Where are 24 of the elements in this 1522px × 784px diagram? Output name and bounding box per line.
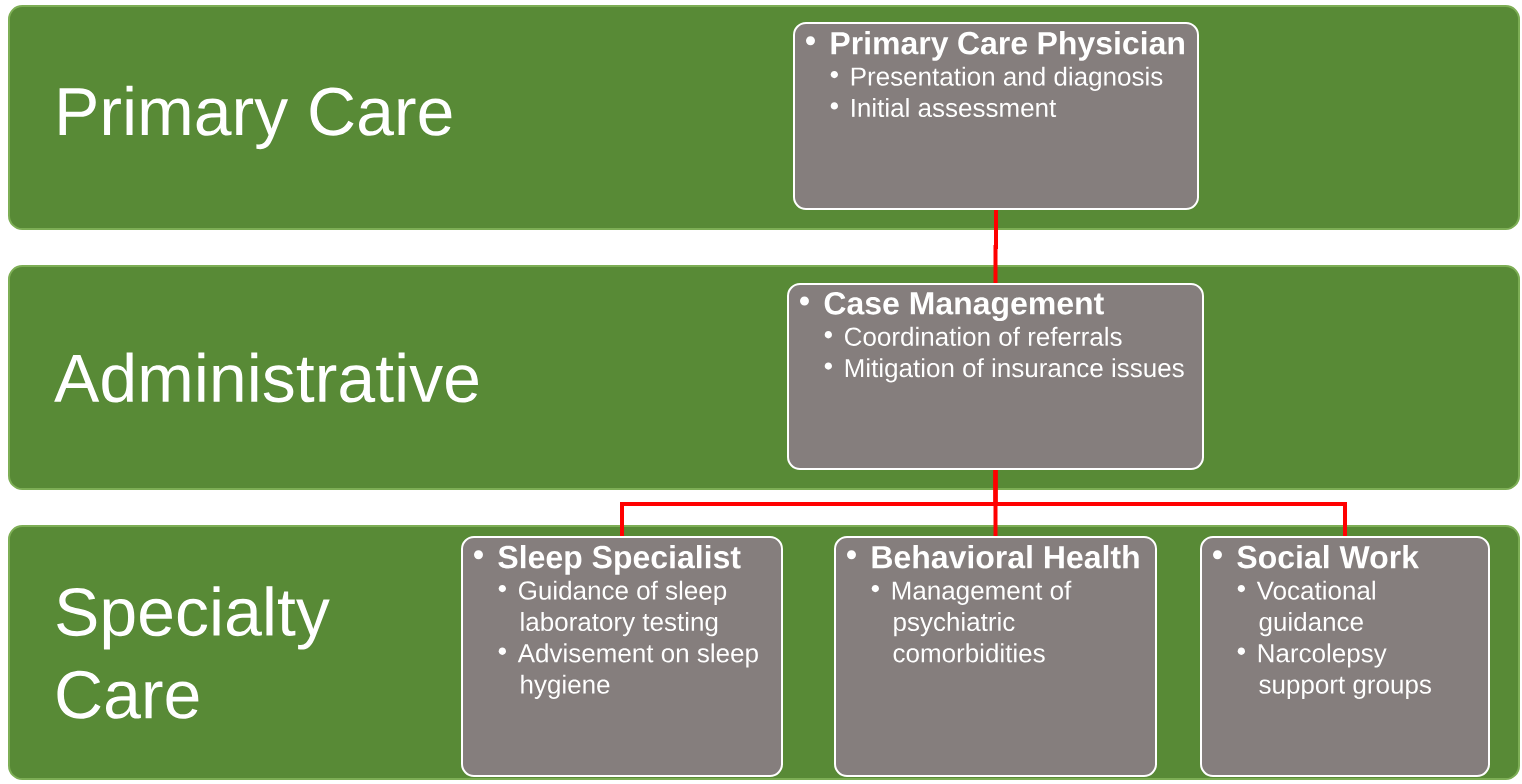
band-title: Administrative [54,352,478,403]
box-heading: Case Management [800,292,1104,322]
role-box [834,536,1157,777]
bullet-item: Mitigation of insurance issues [824,358,1184,383]
bullet-item: Vocational guidance [1237,580,1375,637]
role-box [1200,536,1490,777]
bullet-item: Coordination of referrals [824,326,1122,346]
box-heading: Primary Care Physician [806,31,1184,61]
role-box [461,536,783,777]
bullet-item: Management of psychiatric comorbidities [871,580,1072,663]
connector-line [993,210,998,283]
bullet-item: Initial assessment [830,98,1057,118]
bullet-item: Narcolepsy support groups [1237,643,1431,699]
box-heading: Social Work [1213,545,1419,569]
bullet-item: Advisement on sleep hygiene [498,643,758,699]
role-box [793,22,1199,210]
box-heading: Behavioral Health [847,545,1139,569]
box-heading: Sleep Specialist [474,545,741,575]
connector-line [993,470,1347,536]
bullet-item: Guidance of sleep laboratory testing [498,580,727,637]
band-title: Specialty Care [57,586,330,719]
band-title: Primary Care [59,85,452,150]
bullet-item: Presentation and diagnosis [830,66,1163,91]
role-box [787,283,1204,470]
